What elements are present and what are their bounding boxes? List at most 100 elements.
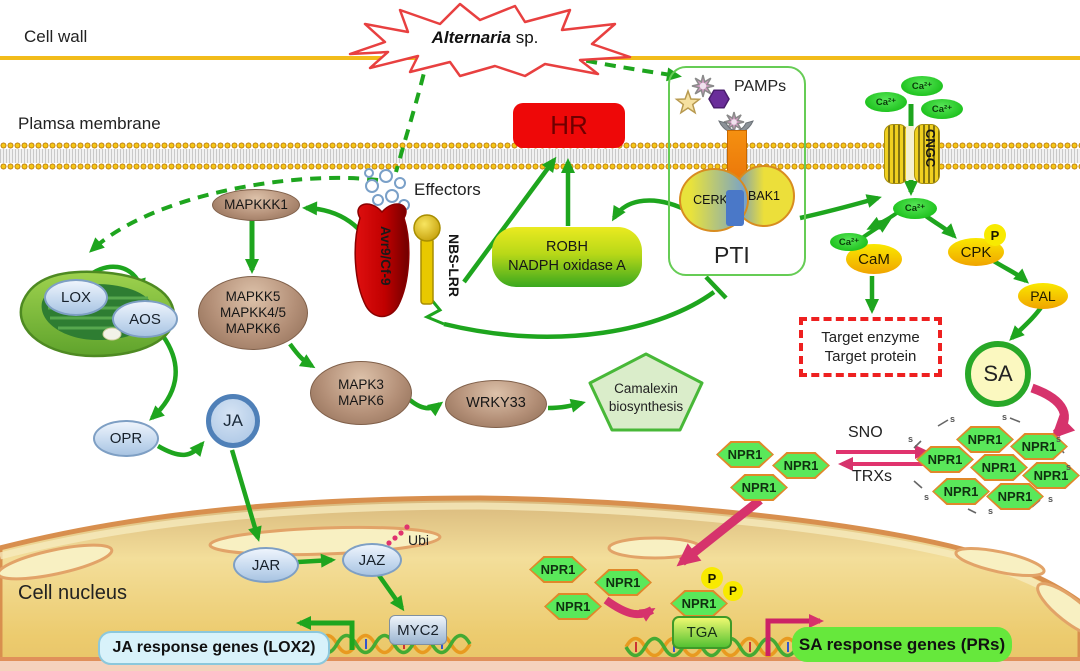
mapkk-ellipse: MAPKK5 MAPKK4/5 MAPKK6 xyxy=(198,276,308,350)
avr9-shape-icon xyxy=(354,203,410,318)
sa-circle: SA xyxy=(965,341,1031,407)
npr1-hexagon: NPR1 xyxy=(772,452,830,479)
pti-box xyxy=(668,66,806,276)
robh-label-line1: ROBH xyxy=(546,239,588,256)
lox-label: LOX xyxy=(60,289,91,306)
pal-label: PAL xyxy=(1030,288,1056,304)
target-protein-label: Target protein xyxy=(824,348,917,365)
cngc-channel-left xyxy=(884,124,908,184)
camalexin-label-line1: Camalexin xyxy=(614,381,678,396)
phospho-circle: P xyxy=(701,567,723,589)
ja-response-genes-box: JA response genes (LOX2) xyxy=(98,631,330,665)
jar-label: JAR xyxy=(251,556,281,574)
starburst-icon xyxy=(348,2,632,78)
cngc-label: CNGC xyxy=(923,129,938,168)
myc2-box: MYC2 xyxy=(389,615,447,645)
npr1-hexagon: NPR1 xyxy=(670,590,728,617)
robh-box: ROBH NADPH oxidase A xyxy=(492,227,642,287)
cerk1-label: CERK1 xyxy=(693,193,735,207)
pti-label: PTI xyxy=(714,242,750,268)
pamp-hexagon-icon xyxy=(708,89,730,109)
bak1-ellipse: BAK1 xyxy=(733,165,795,227)
ja-response-genes-label: JA response genes (LOX2) xyxy=(112,639,316,656)
pamp-icons xyxy=(674,74,745,133)
p-label: P xyxy=(990,227,1000,243)
jaz-label: JAZ xyxy=(358,551,386,569)
hr-box: HR xyxy=(513,103,625,148)
ca-label: Ca²⁺ xyxy=(911,80,933,92)
mapk-ellipse: MAPK3 MAPK6 xyxy=(310,361,412,425)
camalexin-label-line2: biosynthesis xyxy=(608,398,684,414)
disulfide-s-label: s xyxy=(1048,494,1054,504)
npr1-label: NPR1 xyxy=(1012,435,1066,458)
mapkk6-label: MAPKK6 xyxy=(225,320,281,336)
myc2-label: MYC2 xyxy=(397,621,439,639)
npr1-label: NPR1 xyxy=(531,558,585,581)
sa-response-genes-box: SA response genes (PRs) xyxy=(792,627,1012,662)
target-box: Target enzyme Target protein xyxy=(799,317,942,377)
npr1-hexagon: NPR1 xyxy=(716,441,774,468)
disulfide-s-label: s xyxy=(908,434,914,444)
npr1-hexagon: NPR1 xyxy=(956,426,1014,453)
ca-label: Ca²⁺ xyxy=(904,203,926,214)
hr-label: HR xyxy=(550,110,588,140)
npr1-hexagon: NPR1 xyxy=(544,593,602,620)
sa-label: SA xyxy=(983,361,1013,386)
disulfide-s-label: s xyxy=(1066,462,1072,472)
disulfide-s-label: s xyxy=(1056,434,1062,444)
npr1-hexagon: NPR1 xyxy=(529,556,587,583)
npr1-hexagon: NPR1 xyxy=(932,478,990,505)
aos-ellipse: AOS xyxy=(112,300,178,338)
nbs-lrr-label: NBS-LRR xyxy=(446,234,462,297)
npr1-hexagon: NPR1 xyxy=(1022,462,1080,489)
opr-label: OPR xyxy=(109,430,143,447)
aos-label: AOS xyxy=(129,310,161,328)
npr1-label: NPR1 xyxy=(672,592,726,615)
wrky33-ellipse: WRKY33 xyxy=(445,380,547,428)
sa-response-genes-label: SA response genes (PRs) xyxy=(798,634,1006,654)
cell-wall-label: Cell wall xyxy=(24,27,88,46)
mapk6-label: MAPK6 xyxy=(338,393,384,408)
npr1-hexagon: NPR1 xyxy=(594,569,652,596)
calcium-ion: Ca²⁺ xyxy=(830,233,868,251)
calcium-ion: Ca²⁺ xyxy=(921,99,963,119)
camalexin-pentagon: Camalexin biosynthesis xyxy=(588,352,704,432)
nbs-lrr-pin-icon xyxy=(413,214,441,305)
npr1-hexagon: NPR1 xyxy=(970,454,1028,481)
disulfide-s-label: s xyxy=(924,492,930,502)
ca-label: Ca²⁺ xyxy=(931,103,953,115)
pamps-label: PAMPs xyxy=(734,78,787,95)
disulfide-s-label: s xyxy=(988,506,994,516)
phospho-circle: P xyxy=(984,224,1006,246)
npr1-hexagon: NPR1 xyxy=(730,474,788,501)
effectors-label: Effectors xyxy=(414,180,481,199)
npr1-label: NPR1 xyxy=(958,428,1012,451)
npr1-label: NPR1 xyxy=(732,476,786,499)
lox-ellipse: LOX xyxy=(44,279,108,316)
cpk-ellipse: CPK xyxy=(948,238,1004,266)
npr1-label: NPR1 xyxy=(718,443,772,466)
cpk-label: CPK xyxy=(960,243,992,261)
phospho-circle: P xyxy=(723,581,743,601)
pathogen-name-italic: Alternaria xyxy=(431,28,511,47)
jaz-ellipse: JAZ xyxy=(342,543,402,577)
mapkkk1-ellipse: MAPKKK1 xyxy=(212,189,300,221)
calcium-ion: Ca²⁺ xyxy=(893,198,937,219)
wrky33-label: WRKY33 xyxy=(466,395,526,412)
opr-ellipse: OPR xyxy=(93,420,159,457)
disulfide-s-label: s xyxy=(950,414,956,424)
cam-label: CaM xyxy=(858,250,890,268)
disulfide-s-label: s xyxy=(1002,412,1008,422)
effector-bubbles-icon xyxy=(364,168,410,211)
pamp-sunburst-icon xyxy=(691,74,715,98)
p-label: P xyxy=(728,584,737,598)
pathogen-name: Alternaria sp. xyxy=(330,28,640,48)
npr1-hexagon: NPR1 xyxy=(916,446,974,473)
npr1-label: NPR1 xyxy=(546,595,600,618)
npr1-label: NPR1 xyxy=(988,485,1042,508)
mapkk45-label: MAPKK4/5 xyxy=(219,305,287,321)
npr1-label: NPR1 xyxy=(596,571,650,594)
avr9-label: Avr9/Cf-9 xyxy=(378,226,393,286)
ubi-label: Ubi xyxy=(408,532,430,548)
